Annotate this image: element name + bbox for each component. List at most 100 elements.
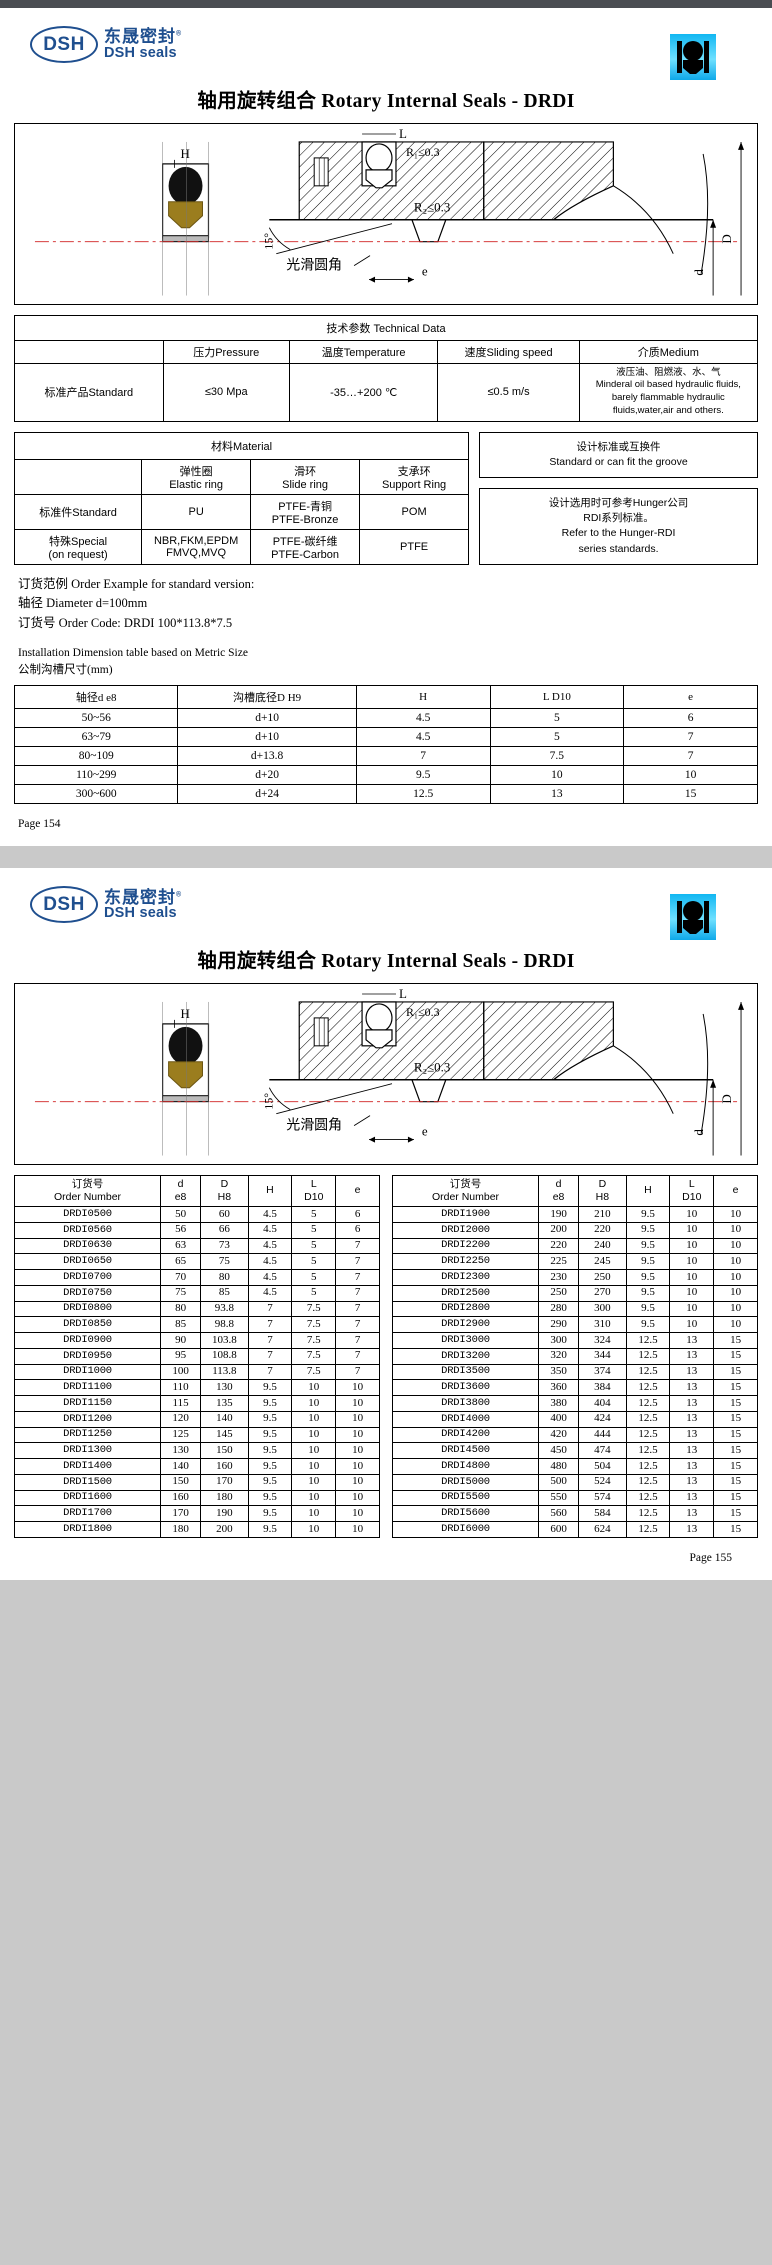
dimension-cell: 60 [200, 1206, 249, 1223]
cell: d+10 [177, 727, 357, 748]
dimension-cell: 12.5 [625, 1379, 671, 1397]
dimension-cell: 145 [200, 1426, 249, 1444]
order-number-cell: DRDI0500 [14, 1206, 161, 1223]
registered-mark-icon: ® [176, 891, 183, 899]
order-number-cell: DRDI5500 [392, 1489, 539, 1507]
it-col-shaft: 轴径d e8 [13, 685, 179, 710]
order-number-cell: DRDI2500 [392, 1284, 539, 1302]
dimension-cell: 13 [669, 1395, 715, 1412]
dimension-cell: 12.5 [625, 1332, 671, 1349]
seal-cross-section-icon [670, 34, 716, 80]
cell: 7 [355, 746, 491, 767]
cell: d+20 [177, 765, 357, 786]
dimension-cell: 7 [247, 1316, 293, 1334]
mt-special-slide: PTFE-碳纤维 PTFE-Carbon [250, 528, 361, 565]
svg-text:R₁≤0.3: R₁≤0.3 [406, 1005, 440, 1019]
install-note-line2: 公制沟槽尺寸(mm) [18, 664, 113, 677]
ot-col-d: d e8 [159, 1174, 202, 1208]
order-number-cell: DRDI3500 [392, 1363, 539, 1381]
dimension-cell: 280 [537, 1300, 580, 1318]
svg-text:R₂≤0.3: R₂≤0.3 [414, 200, 450, 215]
dimension-cell: 10 [713, 1253, 758, 1271]
cell: 6 [623, 708, 758, 729]
dimension-cell: 504 [578, 1458, 627, 1475]
table-header-row: 轴径d e8 沟槽底径D H9 H L D10 e [13, 685, 758, 710]
dimension-cell: 7 [335, 1300, 380, 1318]
cell: 10 [489, 765, 625, 786]
dimension-cell: 10 [713, 1237, 758, 1255]
cell: 15 [623, 784, 758, 805]
dimension-cell: 10 [669, 1221, 715, 1239]
dimension-cell: 4.5 [247, 1284, 293, 1302]
dimension-cell: 13 [669, 1379, 715, 1397]
dimension-cell: 225 [537, 1253, 580, 1271]
table-header-row: 订货号 Order Number d e8 D H8 H L D10 e [14, 1174, 380, 1208]
dimension-cell: 7.5 [291, 1363, 337, 1381]
dimension-cell: 90 [159, 1332, 202, 1349]
dimension-cell: 13 [669, 1410, 715, 1428]
dimension-cell: 624 [578, 1521, 627, 1538]
dimension-cell: 13 [669, 1458, 715, 1475]
dimension-cell: 140 [200, 1410, 249, 1428]
order-number-cell: DRDI0800 [14, 1300, 161, 1318]
order-number-cell: DRDI3600 [392, 1379, 539, 1397]
dimension-cell: 10 [335, 1426, 380, 1444]
dimension-cell: 7 [247, 1332, 293, 1349]
order-number-cell: DRDI0750 [14, 1284, 161, 1302]
dimension-cell: 63 [159, 1237, 202, 1255]
mt-standard-support: POM [359, 493, 470, 530]
install-note-line1: Installation Dimension table based on Me… [18, 646, 248, 659]
dimension-cell: 15 [713, 1347, 758, 1365]
order-number-cell: DRDI5600 [392, 1505, 539, 1523]
dimension-cell: 7 [335, 1332, 380, 1349]
dimension-cell: 66 [200, 1221, 249, 1239]
order-number-cell: DRDI2250 [392, 1253, 539, 1271]
ot2-col-D: D H8 [578, 1174, 627, 1208]
order-number-cell: DRDI1300 [14, 1442, 161, 1460]
dimension-cell: 70 [159, 1269, 202, 1286]
mt-col-slide: 滑环 Slide ring [250, 458, 361, 495]
dimension-cell: 7 [335, 1269, 380, 1286]
dimension-cell: 50 [159, 1206, 202, 1223]
ot2-col-order-number: 订货号 Order Number [392, 1174, 539, 1208]
order-number-cell: DRDI4800 [392, 1458, 539, 1475]
dimension-cell: 80 [159, 1300, 202, 1318]
order-example-line3: 订货号 Order Code: DRDI 100*113.8*7.5 [18, 615, 233, 630]
dimension-cell: 245 [578, 1253, 627, 1271]
svg-text:光滑圆角: 光滑圆角 [286, 1117, 342, 1134]
cell: 5 [489, 708, 625, 729]
dimension-cell: 15 [713, 1489, 758, 1507]
dimension-cell: 5 [291, 1206, 337, 1223]
dimension-cell: 125 [159, 1426, 202, 1444]
svg-text:H: H [181, 1006, 190, 1021]
dimension-cell: 130 [159, 1442, 202, 1460]
dimension-cell: 10 [713, 1269, 758, 1286]
td-standard-medium: 液压油、阻燃液、水、气 Minderal oil based hydraulic… [578, 362, 759, 422]
order-number-cell: DRDI1100 [14, 1379, 161, 1397]
svg-text:R₂≤0.3: R₂≤0.3 [414, 1060, 450, 1075]
dimension-cell: 130 [200, 1379, 249, 1397]
cell: 13 [489, 784, 625, 805]
order-number-cell: DRDI0650 [14, 1253, 161, 1271]
dimension-cell: 10 [713, 1284, 758, 1302]
dimension-cell: 15 [713, 1395, 758, 1412]
material-table: 材料Material 弹性圈 Elastic ring 滑环 Slide rin… [13, 431, 470, 565]
dimension-cell: 9.5 [247, 1426, 293, 1444]
dimension-cell: 450 [537, 1442, 580, 1460]
dimension-cell: 424 [578, 1410, 627, 1428]
